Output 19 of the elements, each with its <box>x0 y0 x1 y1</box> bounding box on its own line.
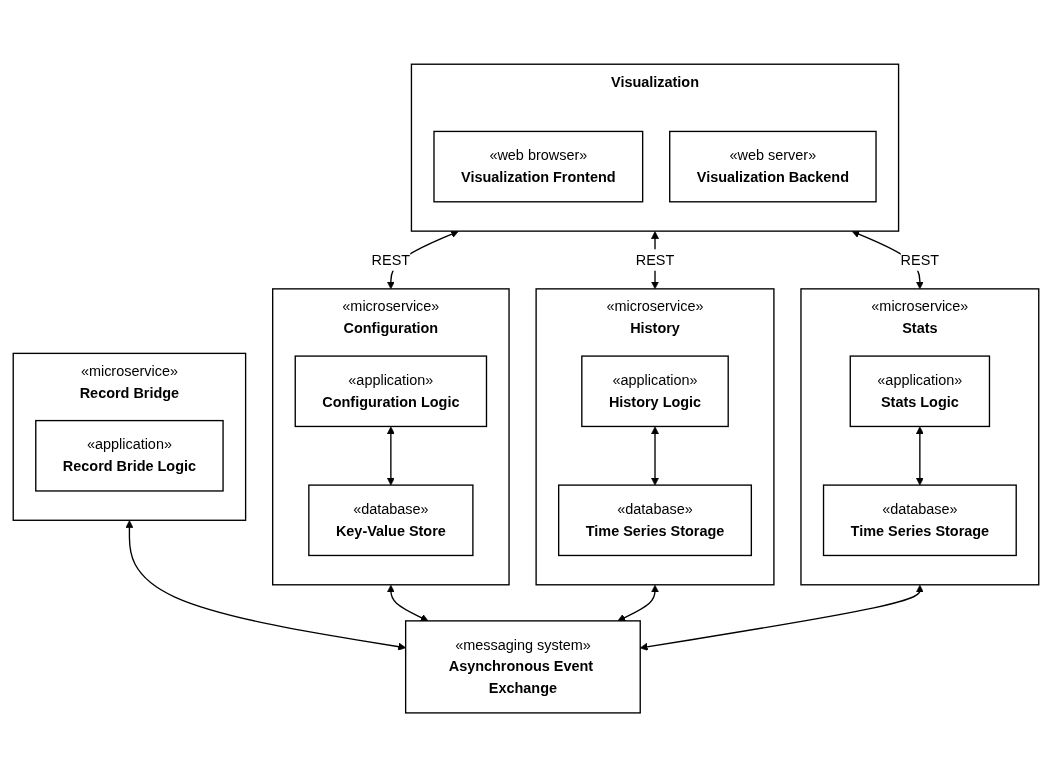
node-box: «database» Key-Value Store <box>308 484 474 557</box>
arrow <box>386 426 395 486</box>
arrow <box>651 426 659 486</box>
node-box: «web browser» Visualization Frontend <box>433 131 644 203</box>
arrow <box>125 520 406 651</box>
edge-label: REST <box>371 252 411 268</box>
node-box: «database» Time Series Storage <box>558 484 753 557</box>
node-box: «application» Record Bride Logic <box>35 420 224 493</box>
arrow <box>617 585 659 622</box>
node-box: «application» History Logic <box>581 355 729 428</box>
arrow <box>386 585 429 622</box>
node-box: «messaging system» Asynchronous Event Exchange <box>404 620 641 714</box>
node-box: «application» Stats Logic <box>849 355 991 428</box>
node-box: «web server» Visualization Backend <box>669 131 877 203</box>
arrow <box>915 426 924 486</box>
node-box: «application» Configuration Logic <box>294 355 488 428</box>
edge-label: REST <box>900 252 940 268</box>
node-box: «database» Time Series Storage <box>822 484 1017 557</box>
edge-label: REST <box>635 252 675 268</box>
